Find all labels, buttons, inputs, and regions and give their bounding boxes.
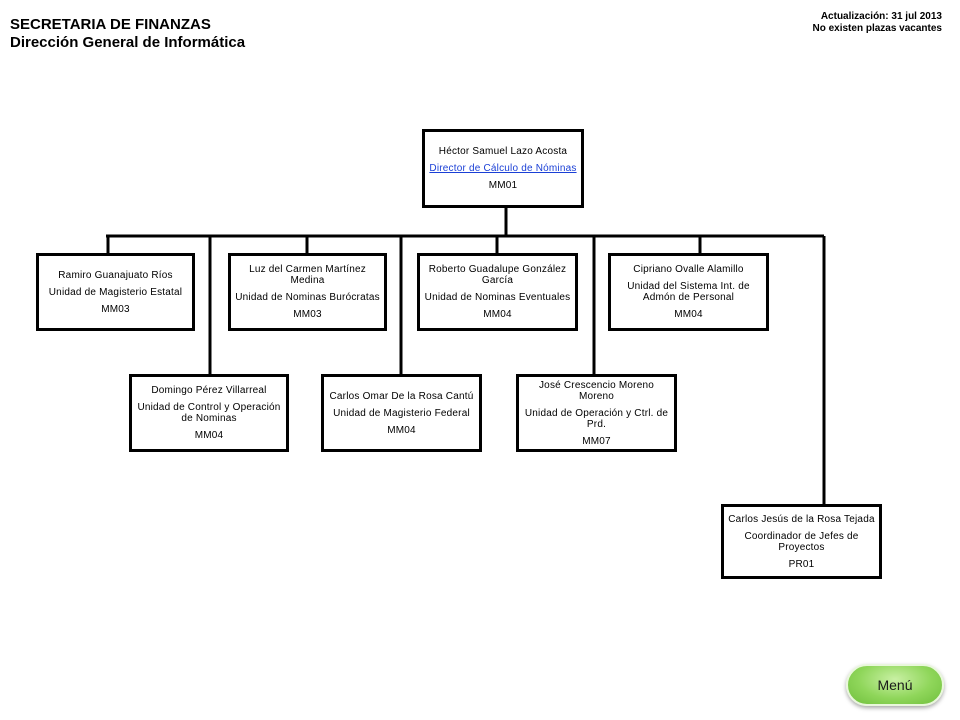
unit-position: Unidad del Sistema Int. de Admón de Pers… <box>627 281 750 303</box>
unit-name: Roberto Guadalupe González García <box>428 264 567 286</box>
unit-box-carlos-jesus: Carlos Jesús de la Rosa Tejada Coordinad… <box>721 504 882 579</box>
unit-box-roberto: Roberto Guadalupe González García Unidad… <box>417 253 578 331</box>
unit-code: MM04 <box>483 309 512 320</box>
unit-position: Coordinador de Jefes de Proyectos <box>744 530 859 553</box>
unit-box-luz: Luz del Carmen Martínez Medina Unidad de… <box>228 253 387 331</box>
director-box: Héctor Samuel Lazo Acosta Director de Cá… <box>422 129 584 208</box>
unit-code: MM03 <box>293 309 322 320</box>
unit-code: MM03 <box>101 303 130 315</box>
unit-box-cipriano: Cipriano Ovalle Alamillo Unidad del Sist… <box>608 253 769 331</box>
unit-position: Unidad de Magisterio Estatal <box>48 286 183 298</box>
unit-code: MM04 <box>387 424 416 436</box>
unit-position: Unidad de Nominas Eventuales <box>424 292 571 303</box>
unit-box-carlos-omar: Carlos Omar De la Rosa Cantú Unidad de M… <box>321 374 482 452</box>
department-title: Dirección General de Informática <box>10 34 246 51</box>
unit-position: Unidad de Operación y Ctrl. de Prd. <box>524 407 669 430</box>
unit-position: Unidad de Nominas Burócratas <box>235 292 380 303</box>
unit-name: Cipriano Ovalle Alamillo <box>633 264 744 275</box>
menu-button-label: Menú <box>877 677 913 693</box>
page-header: SECRETARIA DE FINANZAS Dirección General… <box>10 16 245 52</box>
director-code: MM01 <box>488 180 518 191</box>
unit-position: Unidad de Control y Operación de Nominas <box>137 402 281 424</box>
unit-code: MM07 <box>582 435 611 447</box>
menu-button[interactable]: Menú <box>846 664 944 706</box>
unit-position: Unidad de Magisterio Federal <box>333 407 470 419</box>
unit-name: Carlos Omar De la Rosa Cantú <box>329 390 474 402</box>
organization-title: SECRETARIA DE FINANZAS <box>10 16 211 33</box>
unit-name: Ramiro Guanajuato Ríos <box>58 269 173 281</box>
vacancy-note: No existen plazas vacantes <box>812 23 942 34</box>
unit-code: PR01 <box>788 558 815 570</box>
unit-box-jose: José Crescencio Moreno Moreno Unidad de … <box>516 374 677 452</box>
unit-name: Domingo Pérez Villarreal <box>151 385 267 396</box>
unit-name: Carlos Jesús de la Rosa Tejada <box>728 513 875 525</box>
update-date: Actualización: 31 jul 2013 <box>820 11 942 22</box>
unit-box-ramiro: Ramiro Guanajuato Ríos Unidad de Magiste… <box>36 253 195 331</box>
unit-name: Luz del Carmen Martínez Medina <box>249 264 366 286</box>
unit-name: José Crescencio Moreno Moreno <box>538 379 654 402</box>
director-position-link[interactable]: Director de Cálculo de Nóminas <box>429 163 577 174</box>
unit-code: MM04 <box>194 430 224 441</box>
unit-code: MM04 <box>674 309 703 320</box>
update-info: Actualización: 31 jul 2013 No existen pl… <box>812 11 942 35</box>
director-name: Héctor Samuel Lazo Acosta <box>438 146 568 157</box>
unit-box-domingo: Domingo Pérez Villarreal Unidad de Contr… <box>129 374 289 452</box>
